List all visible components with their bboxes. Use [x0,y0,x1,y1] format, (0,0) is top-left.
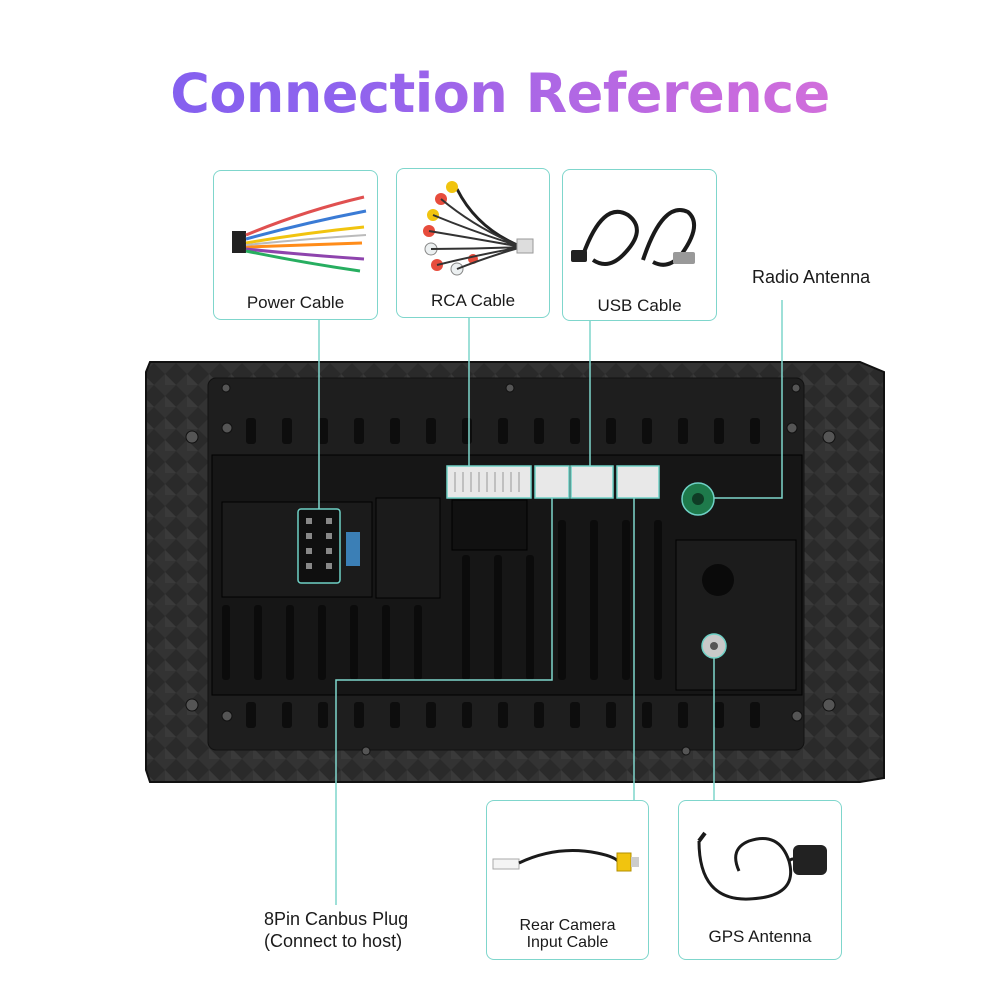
power-cable-card: Power Cable [213,170,378,320]
rear-camera-cable-label: Rear Camera Input Cable [487,917,648,951]
gps-antenna-icon [697,831,827,901]
rca-camera-cable-icon [492,849,639,872]
power-harness-icon [232,195,367,273]
usb-cable-label: USB Cable [597,296,682,315]
rear-camera-cable-card: Rear Camera Input Cable [486,800,649,960]
page-title: Connection Reference [0,62,1000,125]
rear-camera-label-line2: Input Cable [526,934,609,951]
canbus-plug-label: 8Pin Canbus Plug (Connect to host) [264,908,408,952]
rca-cable-label: RCA Cable [430,291,516,310]
rca-cable-card: RCA Cable [396,168,550,318]
radio-antenna-port [681,482,715,516]
canbus-label-line1: 8Pin Canbus Plug [264,909,409,929]
gps-port [701,633,727,659]
rca-port [446,465,532,499]
usb-port [534,465,614,499]
radio-antenna-label: Radio Antenna [752,267,871,287]
leader-lines [318,300,783,905]
usb-cable-icon [571,208,697,267]
rear-camera-label-line1: Rear Camera [519,917,616,934]
gps-antenna-label: GPS Antenna [708,927,812,946]
usb-cable-card: USB Cable [562,169,717,321]
unit-frame [145,361,885,783]
canbus-label-line2: (Connect to host) [264,931,403,951]
camera-port [616,465,660,499]
power-cable-label: Power Cable [246,293,345,312]
rca-harness-icon [423,181,534,276]
gps-antenna-card: GPS Antenna [678,800,842,960]
canbus-port [297,508,360,584]
